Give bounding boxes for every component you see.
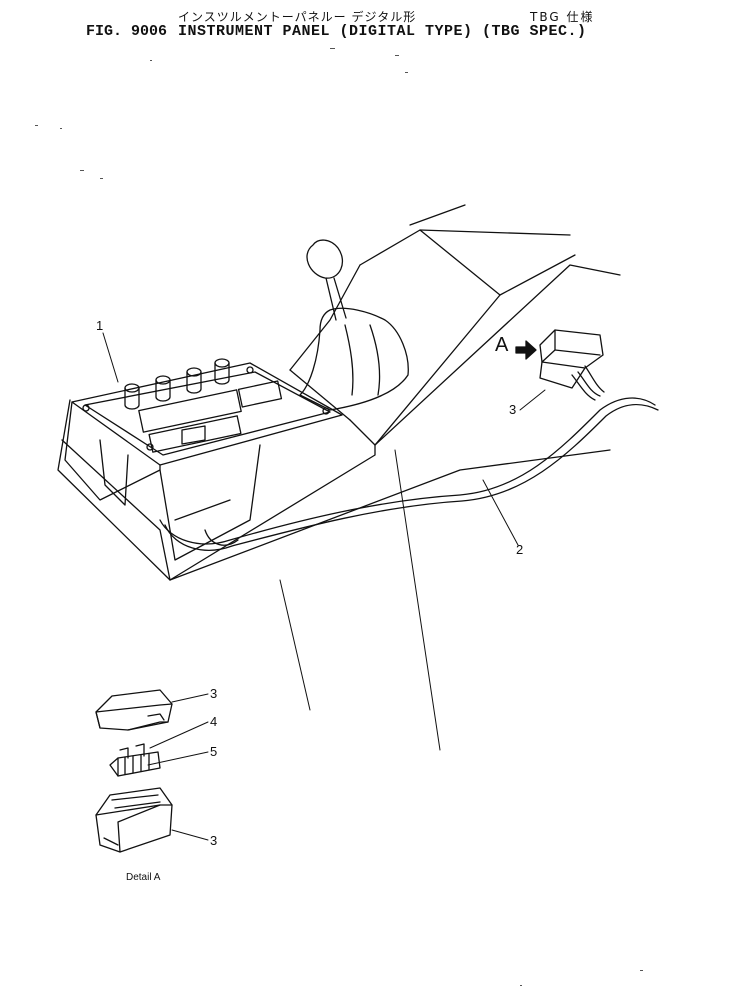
- console-housing: [57, 204, 621, 581]
- detail-terminals: [109, 743, 161, 777]
- callout-3-cover: 3: [210, 686, 218, 701]
- callout-3-housing: 3: [210, 833, 218, 848]
- callout-1: 1: [96, 318, 104, 333]
- leader-lines: [102, 332, 546, 841]
- callout-5: 5: [210, 744, 218, 759]
- connector-assembly: [539, 329, 605, 401]
- view-arrow: [515, 340, 537, 360]
- panel-knobs: [124, 358, 230, 410]
- japanese-title: インスツルメントーパネルー デジタル形: [178, 10, 417, 24]
- view-marker-a: A: [495, 334, 509, 356]
- figure-number: FIG. 9006: [86, 23, 168, 40]
- detail-housing: [95, 787, 173, 853]
- callout-2: 2: [516, 542, 524, 557]
- japanese-spec: TBG 仕様: [530, 10, 595, 24]
- detail-cover: [95, 689, 173, 731]
- wiring-harness: [159, 397, 659, 551]
- callout-4: 4: [210, 714, 218, 729]
- shift-lever: [299, 239, 409, 411]
- figure-title: INSTRUMENT PANEL (DIGITAL TYPE) (TBG SPE…: [178, 23, 587, 40]
- callout-3-connector: 3: [509, 402, 517, 417]
- scan-specks: [35, 48, 643, 986]
- detail-a-label: Detail A: [126, 872, 161, 883]
